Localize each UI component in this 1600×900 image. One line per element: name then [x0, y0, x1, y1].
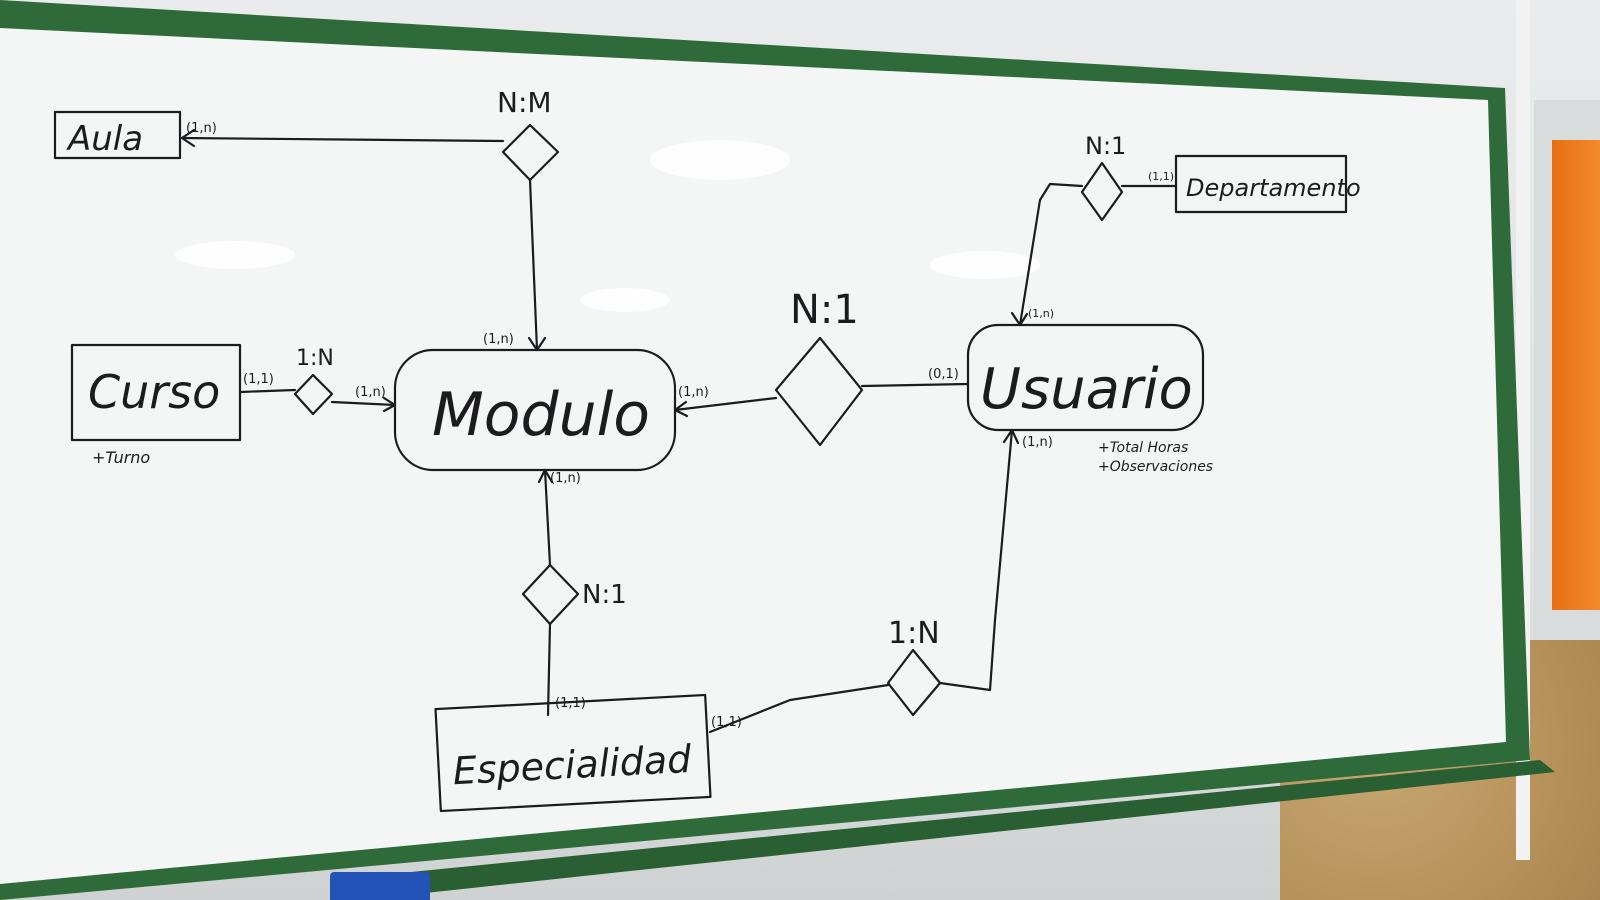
entity-departamento-label: Departamento — [1186, 174, 1361, 202]
board-eraser[interactable] — [330, 872, 430, 900]
entity-usuario: Usuario — [966, 323, 1205, 432]
cardinality-departamento-side: (1,1) — [1148, 170, 1174, 183]
relationship-label-modulo-usuario: N:1 — [790, 287, 859, 333]
light-reflection — [930, 251, 1040, 279]
relationship-departamento-usuario — [1080, 161, 1124, 222]
relationship-label-curso-modulo: 1:N — [296, 346, 334, 371]
entity-usuario-label: Usuario — [980, 357, 1193, 422]
attribute-usuario-total-horas: +Total Horas — [1098, 440, 1188, 456]
relationship-modulo-usuario — [774, 336, 864, 447]
relationship-especialidad-usuario — [886, 648, 942, 717]
cardinality-curso-side: (1,1) — [243, 372, 274, 387]
entity-aula: Aula — [53, 110, 182, 160]
cardinality-especialidad-from-modulo: (1,1) — [555, 696, 586, 711]
entity-departamento: Departamento — [1174, 154, 1361, 214]
attribute-usuario-observaciones: +Observaciones — [1098, 459, 1213, 475]
cardinality-modulo-from-especialidad: (1,n) — [550, 471, 581, 486]
entity-modulo: Modulo — [393, 348, 677, 472]
relationship-label-especialidad-usuario: 1:N — [888, 616, 940, 651]
orange-door — [1552, 140, 1600, 610]
cardinality-usuario-from-especialidad: (1,n) — [1022, 435, 1053, 450]
cardinality-labels: (1,n) (1,n) (1,1) (1,n) (1,n) (0,1) (1,1… — [186, 121, 1174, 730]
cardinality-aula-side: (1,n) — [186, 121, 217, 136]
marker-tray — [330, 760, 1555, 900]
cardinality-usuario-from-departamento: (1,n) — [1028, 307, 1054, 320]
entity-modulo-label: Modulo — [432, 380, 650, 450]
relationship-label-aula-modulo: N:M — [497, 86, 552, 119]
cardinality-modulo-from-aula: (1,n) — [483, 332, 514, 347]
whiteboard-surface — [0, 28, 1506, 884]
attribute-curso-turno: +Turno — [92, 448, 150, 467]
entity-curso-label: Curso — [88, 365, 220, 419]
relationship-label-departamento-usuario: N:1 — [1085, 132, 1126, 160]
relationship-curso-modulo — [293, 373, 334, 416]
relationship-label-especialidad-modulo: N:1 — [582, 580, 627, 610]
entity-aula-label: Aula — [66, 119, 143, 159]
cardinality-especialidad-from-usuario: (1,1) — [711, 715, 742, 730]
cardinality-modulo-from-usuario: (1,n) — [678, 385, 709, 400]
connector-lines — [180, 128, 1178, 734]
light-reflection — [175, 241, 295, 269]
light-reflection — [650, 140, 790, 180]
cardinality-modulo-from-curso: (1,n) — [355, 385, 386, 400]
light-reflection — [580, 288, 670, 312]
cardinality-usuario-from-modulo: (0,1) — [928, 367, 959, 382]
